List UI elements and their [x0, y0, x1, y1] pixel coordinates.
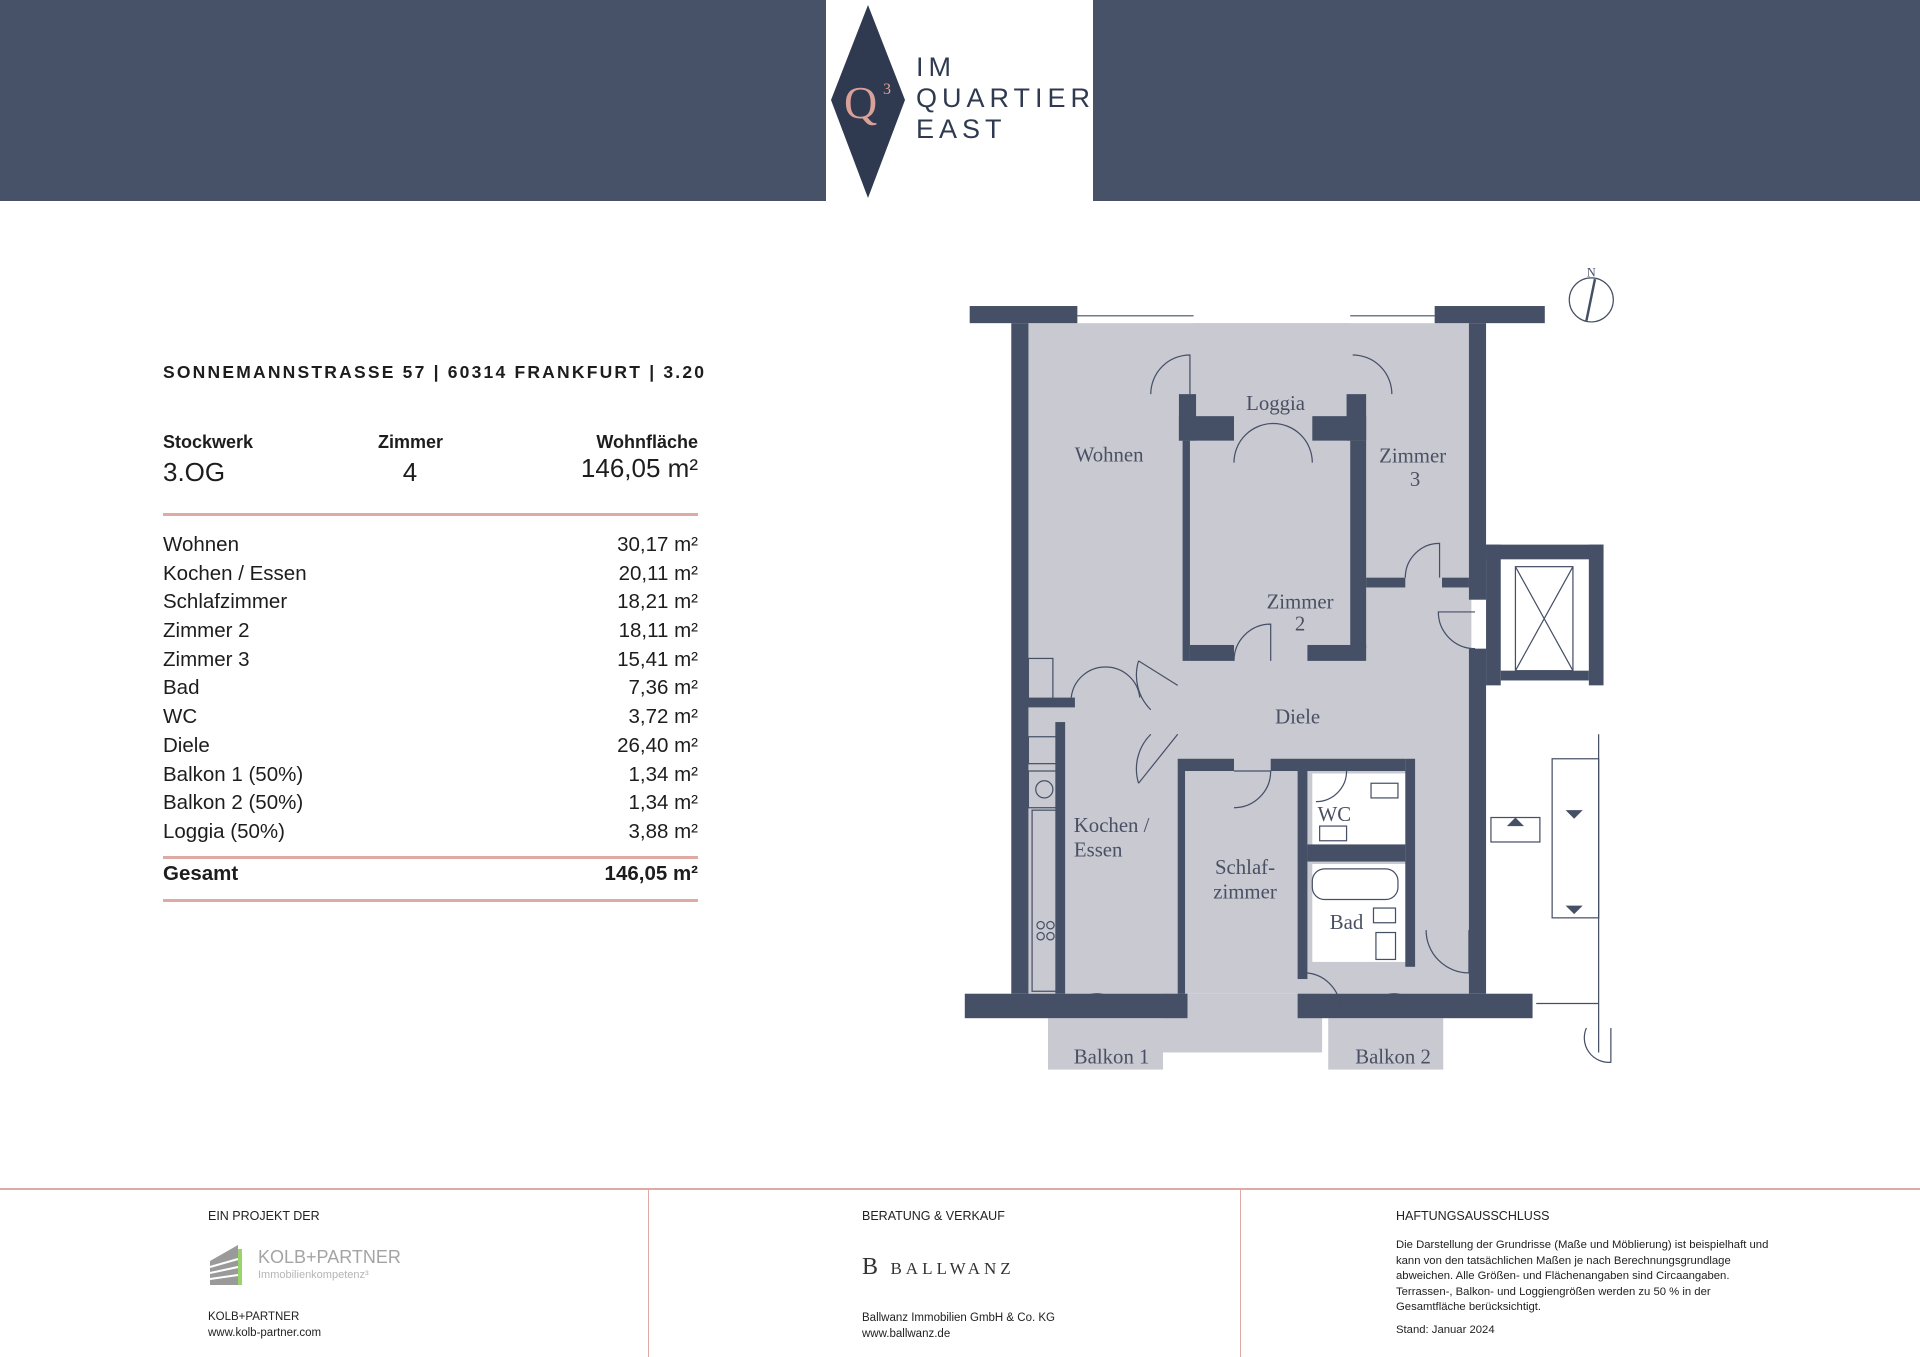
- building-icon: [209, 1245, 242, 1285]
- walls: [964, 306, 1604, 1019]
- room-label-wohnen: Wohnen: [1075, 443, 1144, 466]
- room-label-balkon2: Balkon 2: [1355, 1045, 1431, 1068]
- ballwanz-link[interactable]: www.ballwanz.de: [862, 1328, 951, 1340]
- room-label-kochen: Kochen /: [1074, 814, 1150, 837]
- footer-sales-heading: BERATUNG & VERKAUF: [862, 1209, 1005, 1223]
- divider: [163, 899, 698, 902]
- footer-disclaimer-text: Die Darstellung der Grundrisse (Maße und…: [1396, 1239, 1769, 1314]
- svg-text:3: 3: [1410, 468, 1420, 491]
- kolb-partner-link[interactable]: www.kolb-partner.com: [208, 1327, 322, 1339]
- kpi-rooms: Zimmer 4: [378, 432, 444, 487]
- room-label-diele: Diele: [1275, 705, 1320, 728]
- room-label-zimmer3: Zimmer: [1379, 445, 1446, 468]
- footer-column-divider: [648, 1190, 649, 1357]
- room-label-loggia: Loggia: [1246, 392, 1305, 415]
- room-label-schlafzimmer: Schlaf-: [1215, 856, 1275, 879]
- divider: [163, 856, 698, 859]
- area-row: Balkon 2 (50%)1,34 m²: [163, 791, 698, 815]
- footer-project-heading: EIN PROJEKT DER: [208, 1209, 320, 1223]
- compass-north-label: N: [1587, 266, 1596, 280]
- svg-text:3: 3: [883, 81, 891, 98]
- kolb-partner-logo: KOLB+PARTNER Immobilienkompetenz³: [208, 1243, 401, 1292]
- svg-text:2: 2: [1295, 612, 1305, 635]
- kpi-floor: Stockwerk 3.OG: [163, 432, 254, 487]
- room-label-bad: Bad: [1330, 911, 1364, 934]
- room-label-zimmer2: Zimmer: [1267, 590, 1334, 613]
- stair-arrows: [1506, 810, 1583, 915]
- footer-company: Ballwanz Immobilien GmbH & Co. KG: [862, 1312, 1056, 1324]
- header-band-left: [0, 0, 826, 201]
- ballwanz-logo: B BALLWANZ: [862, 1254, 1015, 1280]
- svg-text:Essen: Essen: [1074, 839, 1123, 862]
- project-logo: Q 3: [826, 0, 1093, 201]
- q3-diamond-logo: Q 3: [831, 5, 905, 198]
- unit-address: SONNEMANNSTRASSE 57 | 60314 FRANKFURT | …: [163, 362, 707, 382]
- divider: [163, 513, 698, 516]
- room-label-balkon1: Balkon 1: [1074, 1045, 1150, 1068]
- kpi-area: Wohnfläche 146,05 m²: [580, 432, 698, 483]
- room-label-wc: WC: [1318, 803, 1352, 826]
- area-row: Balkon 1 (50%)1,34 m²: [163, 762, 698, 786]
- svg-text:Q: Q: [844, 77, 877, 128]
- footer-column-divider: [1240, 1190, 1241, 1357]
- footer-divider: [0, 1188, 1920, 1190]
- wc-bad-fixtures-bg: [1312, 773, 1411, 962]
- compass-icon: [1568, 277, 1614, 323]
- footer-date: Stand: Januar 2024: [1396, 1324, 1495, 1336]
- logo-wordmark: IM QUARTIER EAST: [916, 52, 1096, 144]
- floor-plan: N Loggia Wohnen Zimmer 3 Zimmer 2 Diele …: [964, 266, 1614, 1070]
- footer-company: KOLB+PARTNER: [208, 1311, 300, 1323]
- room-labels: Loggia Wohnen Zimmer 3 Zimmer 2 Diele Ko…: [1074, 392, 1446, 1068]
- svg-text:zimmer: zimmer: [1213, 880, 1277, 903]
- area-row: Loggia (50%)3,88 m²: [163, 819, 698, 843]
- header-band-right: [1093, 0, 1920, 201]
- footer-disclaimer-heading: HAFTUNGSAUSSCHLUSS: [1396, 1209, 1550, 1223]
- doors-windows: [1027, 277, 1614, 1063]
